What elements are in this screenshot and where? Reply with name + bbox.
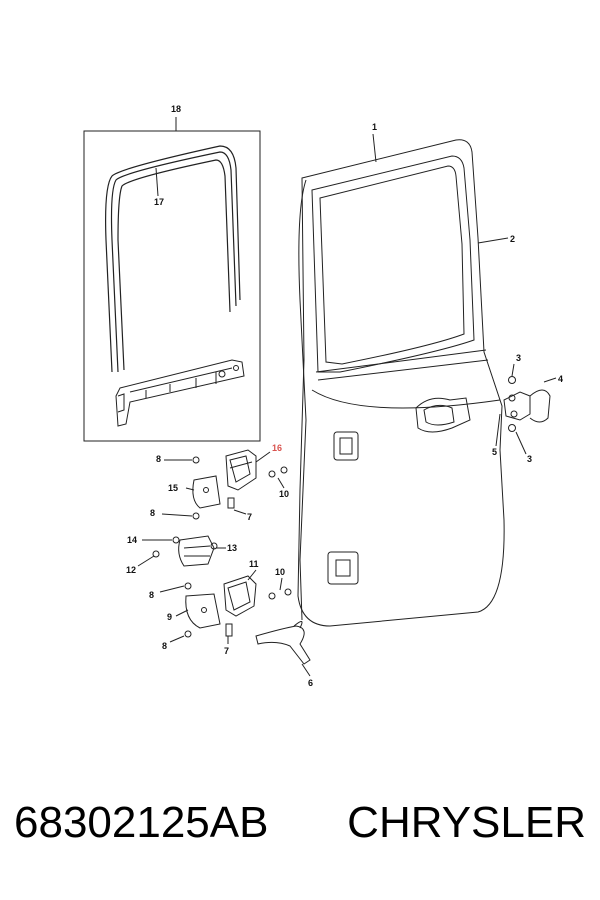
callout-1: 1 [372,122,377,132]
callout-2: 2 [510,234,515,244]
callout-8-d: 8 [162,641,167,651]
callout-7-upper: 7 [247,512,252,522]
inset-box [83,130,261,442]
callout-10-upper: 10 [279,489,289,499]
part-number: 68302125AB [14,798,269,847]
door-check-striker [503,376,551,432]
callout-12: 12 [126,565,136,575]
callout-17: 17 [154,197,164,207]
lower-hinge [185,575,257,629]
callout-18: 18 [171,104,181,114]
callout-11: 11 [249,559,259,569]
parts-diagram: 18 17 1 2 3 4 5 3 16 8 15 10 8 7 14 13 1… [83,104,563,688]
upper-hinge [192,449,257,509]
rear-door-shell [297,139,505,627]
callout-8-c: 8 [149,590,154,600]
callout-4: 4 [558,374,563,384]
callout-14: 14 [127,535,137,545]
callout-10-lower: 10 [275,567,285,577]
callout-9: 9 [167,612,172,622]
callout-7-lower: 7 [224,646,229,656]
callout-3-upper: 3 [516,353,521,363]
callout-13: 13 [227,543,237,553]
callout-3-lower: 3 [527,454,532,464]
brand-name: CHRYSLER [347,798,586,847]
hinge-check [178,535,218,567]
callout-5: 5 [492,447,497,457]
footer: 68302125AB CHRYSLER [0,790,600,870]
callout-15: 15 [168,483,178,493]
callout-16: 16 [272,443,282,453]
window-regulator [115,359,245,427]
glass-run-channel [105,145,241,373]
callout-8-a: 8 [156,454,161,464]
callout-6: 6 [308,678,313,688]
callout-8-b: 8 [150,508,155,518]
door-check-strap [255,621,311,665]
